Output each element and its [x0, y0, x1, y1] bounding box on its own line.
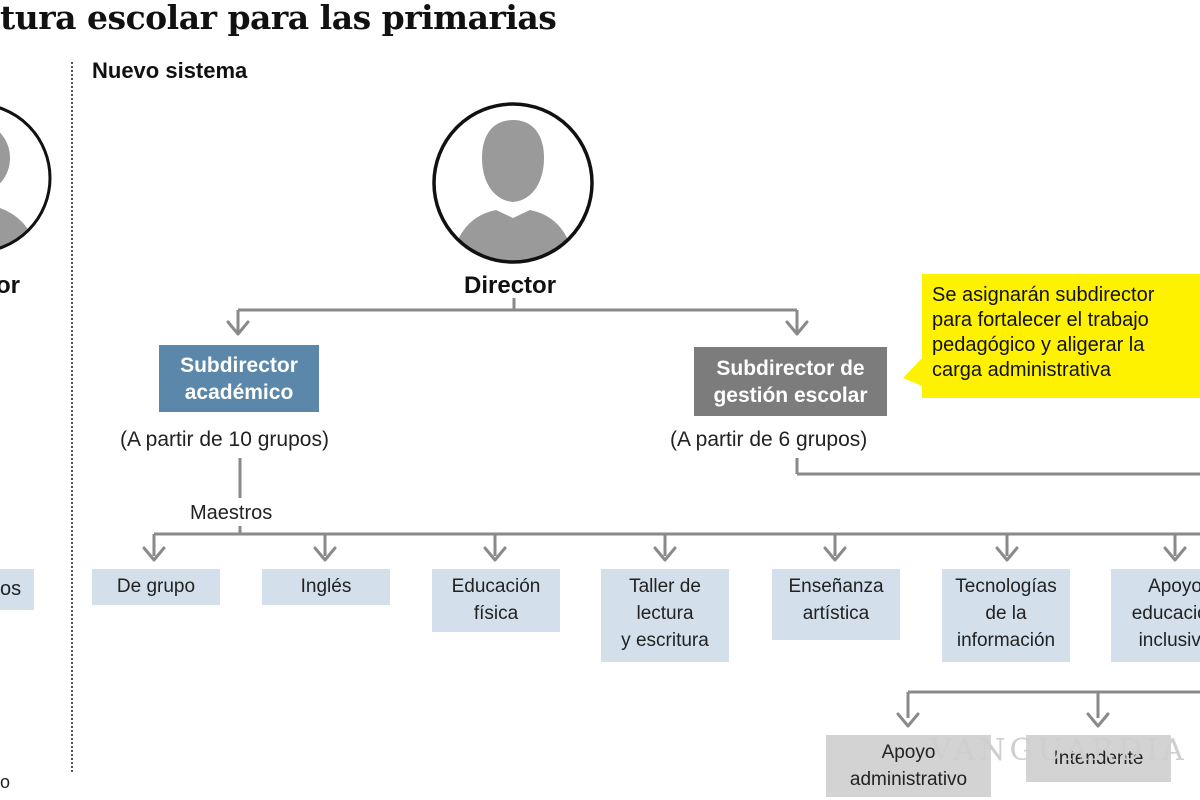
staff-box-line: administrativo: [849, 769, 968, 790]
subdirector-gestion-label: Subdirector de gestión escolar: [713, 356, 868, 407]
teacher-box-line: De grupo: [116, 576, 196, 597]
callout-note: Se asignarán subdirector para fortalecer…: [922, 274, 1200, 398]
teacher-box: Tecnologías de la información: [942, 569, 1070, 662]
callout-line: para fortalecer el trabajo: [932, 309, 1149, 331]
teacher-box: Apoyo educación inclusiva: [1111, 569, 1200, 662]
callout-line: Se asignarán subdirector: [932, 284, 1155, 306]
teacher-box-line: Tecnologías: [955, 576, 1057, 597]
staff-box-line: Apoyo: [881, 742, 936, 763]
teacher-box: Inglés: [262, 569, 390, 605]
subdirector-gestion-condition: (A partir de 6 grupos): [670, 428, 868, 451]
teacher-box: Enseñanza artística: [772, 569, 900, 640]
teacher-box-line: Apoyo: [1148, 576, 1200, 597]
panel-divider: [71, 62, 73, 772]
teacher-box: Educación física: [432, 569, 560, 632]
subdirector-academico-condition: (A partir de 10 grupos): [120, 428, 329, 451]
teacher-box-line: artística: [802, 603, 870, 624]
teacher-box-line: Taller de: [629, 576, 701, 597]
teacher-box-line: y escritura: [621, 630, 709, 651]
teachers-label: Maestros: [190, 502, 273, 524]
teacher-box-line: de la: [985, 603, 1027, 624]
avatar-icon: [0, 104, 52, 252]
callout-line: pedagógico y aligerar la: [932, 334, 1145, 356]
teacher-box: De grupo: [92, 569, 220, 605]
subdirector-gestion-box: Subdirector de gestión escolar: [694, 347, 887, 416]
page-title: tura escolar para las primarias: [0, 0, 557, 37]
staff-box: Intendente: [1026, 735, 1171, 782]
teacher-box-line: Educación: [451, 576, 541, 597]
left-role-fragment: or: [0, 272, 20, 299]
director-label: Director: [464, 272, 557, 299]
left-footer-fragment: o: [0, 772, 11, 792]
teacher-box-line: inclusiva: [1138, 630, 1200, 651]
teacher-box-line: lectura: [636, 603, 694, 624]
subdirector-academico-box: Subdirector académico: [159, 345, 319, 412]
staff-box: Apoyo administrativo: [826, 735, 991, 797]
teacher-box-line: educación: [1131, 603, 1200, 624]
teacher-box: Taller de lectura y escritura: [601, 569, 729, 662]
section-subheading: Nuevo sistema: [92, 58, 248, 83]
teacher-box-line: información: [956, 630, 1056, 651]
teacher-box-line: Enseñanza: [788, 576, 884, 597]
watermark-logo: VANGUARDIA: [930, 733, 1188, 768]
left-box-fragment: os: [0, 569, 34, 610]
director-avatar-icon: [432, 102, 594, 264]
teacher-box-line: Inglés: [300, 576, 352, 597]
teacher-box-line: física: [473, 603, 519, 624]
callout-line: carga administrativa: [932, 359, 1111, 381]
staff-box-line: Intendente: [1053, 748, 1144, 769]
subdirector-academico-label: Subdirector académico: [180, 353, 298, 404]
